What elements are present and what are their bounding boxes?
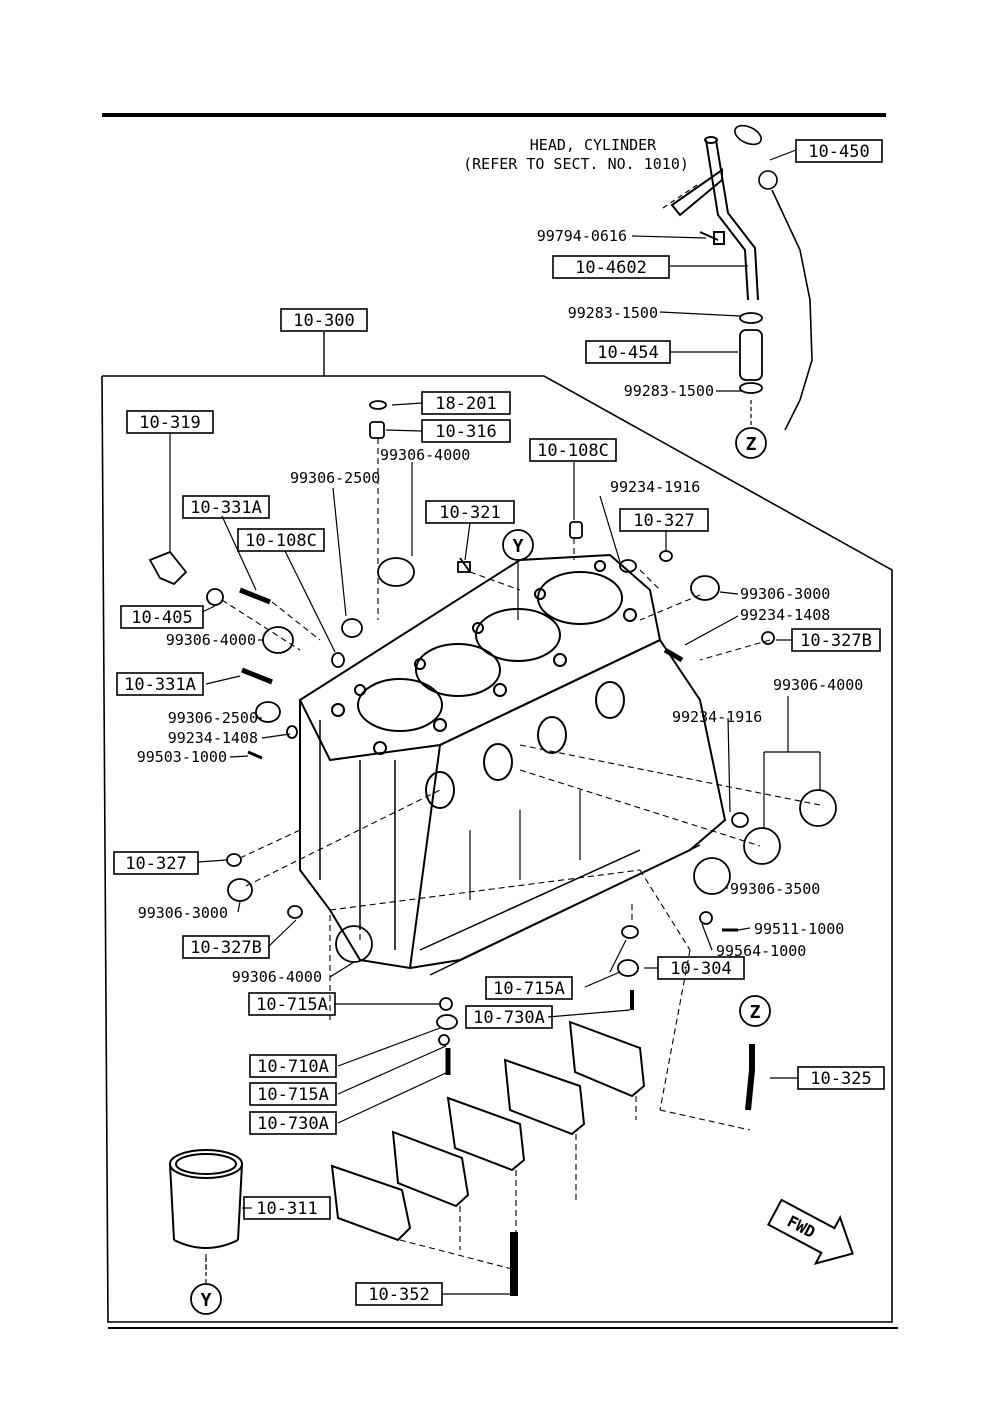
part-99283-1500-a: 99283-1500 [568, 304, 658, 322]
dipstick-tube [670, 136, 759, 301]
head-cylinder-label: HEAD, CYLINDER [530, 136, 657, 154]
part-99564-1000: 99564-1000 [716, 942, 806, 960]
boxed-labels [113, 139, 885, 1306]
part-10-327-top: 10-327 [633, 511, 694, 531]
bearing-caps [330, 1020, 646, 1242]
y-marker-top-label: Y [513, 536, 524, 557]
z-marker-top-label: Z [746, 434, 757, 455]
part-99234-1916-right: 99234-1916 [672, 708, 762, 726]
part-10-316: 10-316 [435, 422, 496, 442]
z-marker-bottom-label: Z [750, 1002, 761, 1023]
part-99306-4000-bottom: 99306-4000 [232, 968, 322, 986]
part-99234-1916-top: 99234-1916 [610, 478, 700, 496]
part-99794-0616: 99794-0616 [537, 227, 627, 245]
part-99306-4000-right: 99306-4000 [773, 676, 863, 694]
part-99306-3000-left: 99306-3000 [138, 904, 228, 922]
part-10-108c-left: 10-108C [245, 531, 317, 551]
part-10-730a-lower: 10-730A [257, 1114, 329, 1134]
part-99234-1408-left: 99234-1408 [168, 729, 258, 747]
y-marker-bottom-label: Y [201, 1290, 212, 1311]
part-10-327-left: 10-327 [125, 854, 186, 874]
part-99306-2500-left: 99306-2500 [168, 709, 258, 727]
part-10-710a: 10-710A [257, 1057, 329, 1077]
y-marker-top: Y [502, 529, 534, 620]
bolt-99794-0616 [699, 231, 725, 245]
leaders-main [169, 402, 821, 1295]
part-10-715a-right: 10-715A [493, 979, 565, 999]
part-10-715a-left: 10-715A [256, 995, 328, 1015]
part-10-327b-right: 10-327B [800, 631, 872, 651]
part-10-327b-left: 10-327B [190, 938, 262, 958]
refer-note: (REFER TO SECT. NO. 1010) [463, 155, 689, 173]
part-99234-1408-right: 99234-1408 [740, 606, 830, 624]
part-10-352: 10-352 [368, 1285, 429, 1305]
part-10-300: 10-300 [293, 311, 354, 331]
part-10-108c-top: 10-108C [537, 441, 609, 461]
small-parts [148, 400, 837, 1296]
part-99503-1000: 99503-1000 [137, 748, 227, 766]
part-10-331a-left: 10-331A [124, 675, 196, 695]
fwd-arrow-icon: FWD [766, 1198, 854, 1265]
part-10-321: 10-321 [439, 503, 500, 523]
part-99306-3000-right: 99306-3000 [740, 585, 830, 603]
part-99283-1500-b: 99283-1500 [624, 382, 714, 400]
part-10-450: 10-450 [808, 142, 869, 162]
part-18-201: 18-201 [435, 394, 496, 414]
dipstick [734, 124, 813, 431]
part-10-454: 10-454 [597, 343, 658, 363]
part-10-730a-right: 10-730A [473, 1008, 545, 1028]
part-10-4602: 10-4602 [575, 258, 647, 278]
part-99306-2500-top: 99306-2500 [290, 469, 380, 487]
guide-lines [205, 438, 821, 1271]
z-marker-top: Z [735, 400, 767, 459]
part-99306-3500: 99306-3500 [730, 880, 820, 898]
leaders-top-right [631, 149, 797, 392]
part-10-319: 10-319 [139, 413, 200, 433]
part-99306-4000-left: 99306-4000 [166, 631, 256, 649]
assembly-outline [101, 375, 893, 1323]
part-10-325: 10-325 [810, 1069, 871, 1089]
part-10-331a-top: 10-331A [190, 498, 262, 518]
cylinder-block [298, 553, 727, 976]
part-10-304: 10-304 [670, 959, 731, 979]
part-99306-4000-top: 99306-4000 [380, 446, 470, 464]
dipstick-hose [739, 312, 763, 394]
cylinder-liner [169, 1149, 243, 1249]
part-10-405: 10-405 [131, 608, 192, 628]
y-marker-bottom: Y [190, 1258, 222, 1315]
part-10-311: 10-311 [256, 1199, 317, 1219]
part-10-715a-lower: 10-715A [257, 1085, 329, 1105]
part-99511-1000: 99511-1000 [754, 920, 844, 938]
z-marker-bottom: Z [739, 995, 771, 1027]
